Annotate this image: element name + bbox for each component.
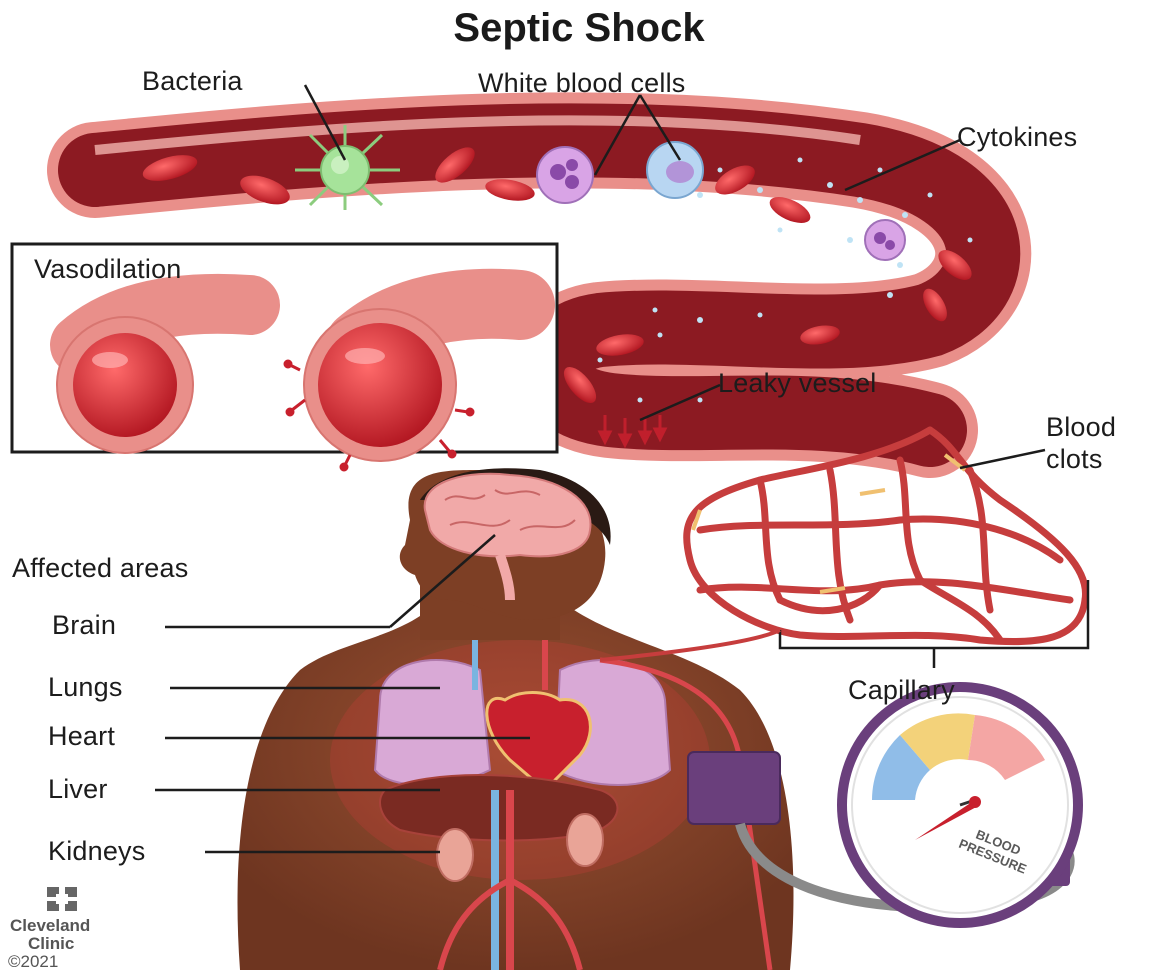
label-bacteria: Bacteria	[142, 68, 243, 95]
cleveland-clinic-logo: Cleveland Clinic ©2021	[6, 886, 146, 971]
label-heart: Heart	[48, 723, 115, 750]
copyright: ©2021	[8, 953, 146, 971]
label-capillary: Capillary	[848, 677, 955, 704]
label-blood-clots-line1: Blood	[1046, 414, 1116, 441]
label-vasodilation: Vasodilation	[34, 256, 182, 283]
diagram-title: Septic Shock	[0, 6, 1158, 51]
label-cytokines: Cytokines	[957, 124, 1077, 151]
label-white-blood-cells: White blood cells	[478, 70, 686, 97]
label-liver: Liver	[48, 776, 108, 803]
logo-name-line2: Clinic	[28, 935, 146, 953]
label-blood-clots-line2: clots	[1046, 446, 1103, 473]
cleveland-clinic-logo-icon	[46, 886, 78, 912]
label-lungs: Lungs	[48, 674, 123, 701]
logo-name-line1: Cleveland	[10, 917, 146, 935]
label-brain: Brain	[52, 612, 116, 639]
label-kidneys: Kidneys	[48, 838, 145, 865]
label-leaky-vessel: Leaky vessel	[718, 370, 876, 397]
label-affected-areas: Affected areas	[12, 555, 188, 582]
